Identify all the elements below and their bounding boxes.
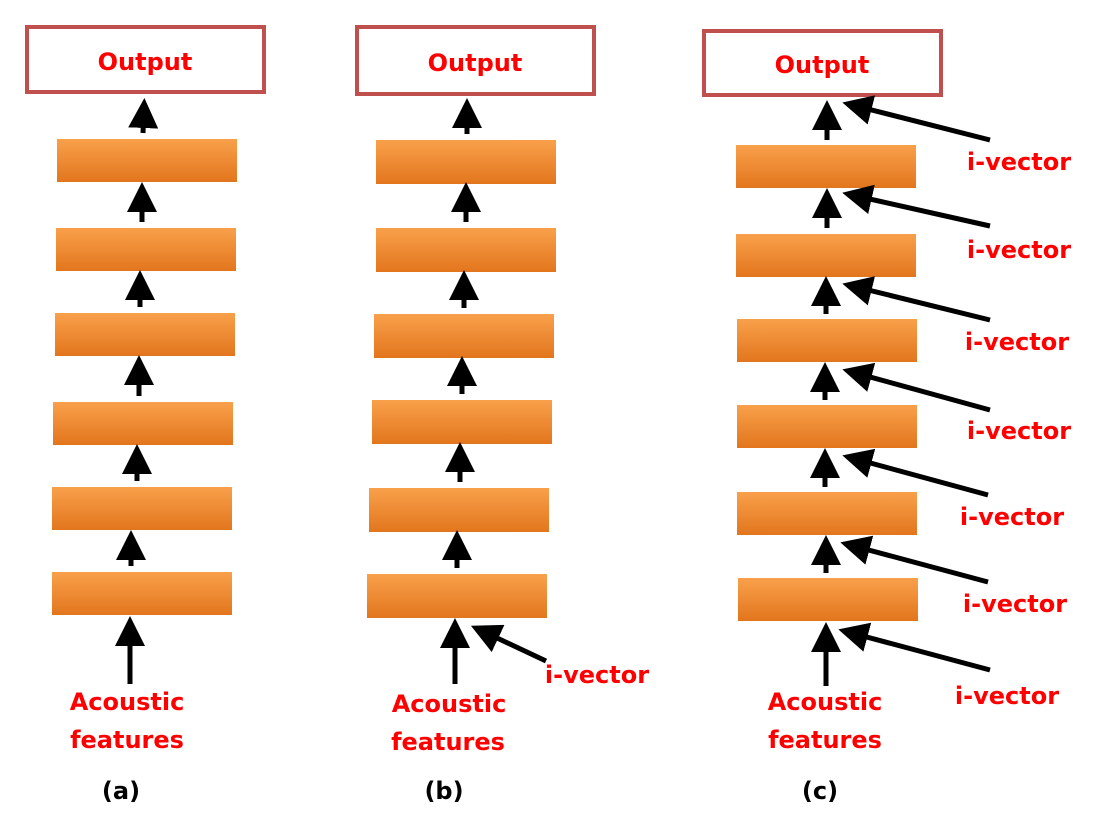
hidden-layer (52, 487, 232, 530)
panel-a: Output Acoustic features (a) (25, 25, 266, 805)
ivector-label: i-vector (965, 328, 1069, 356)
output-box (702, 29, 943, 97)
panel-caption: (a) (102, 777, 140, 805)
hidden-layer (737, 319, 917, 362)
hidden-layer (737, 405, 917, 448)
ivector-arrow (840, 535, 989, 585)
ivector-arrow (470, 624, 548, 664)
input-label-line2: features (391, 728, 505, 756)
ivector-label: i-vector (967, 148, 1071, 176)
ivector-label: i-vector (967, 417, 1071, 445)
output-label: Output (98, 48, 193, 76)
hidden-layer (52, 572, 232, 615)
hidden-layer (57, 139, 237, 182)
panel-c: Output i-vector i-vector i-vector i-vect… (702, 29, 1071, 805)
ivector-label: i-vector (963, 590, 1067, 618)
output-box (355, 25, 596, 96)
hidden-layer (737, 492, 917, 535)
output-label: Output (775, 51, 870, 79)
input-label-line1: Acoustic (392, 690, 507, 718)
ivector-arrow (842, 362, 991, 413)
ivector-label: i-vector (955, 682, 1059, 710)
ivector-arrow (838, 622, 991, 673)
hidden-layer (369, 488, 549, 532)
hidden-layer (53, 402, 233, 445)
input-label-line1: Acoustic (768, 688, 883, 716)
hidden-layer (374, 314, 554, 358)
ivector-label: i-vector (960, 503, 1064, 531)
hidden-layer (56, 228, 236, 271)
hidden-layer (376, 228, 556, 272)
hidden-layer (367, 574, 547, 618)
panel-b: Output i-vector Acoustic features (b) (355, 25, 649, 805)
input-label-line2: features (768, 726, 882, 754)
hidden-layer (738, 578, 918, 621)
panel-caption: (c) (802, 777, 838, 805)
flow-arrow (128, 98, 159, 134)
hidden-layer (55, 313, 235, 356)
ivector-arrow (842, 276, 991, 323)
hidden-layer (372, 400, 552, 444)
hidden-layer (376, 140, 556, 184)
hidden-layer (736, 145, 916, 188)
hidden-layer (736, 234, 916, 277)
ivector-label: i-vector (545, 661, 649, 689)
input-label-line2: features (70, 726, 184, 754)
output-label: Output (428, 49, 523, 77)
output-box (25, 25, 266, 94)
ivector-arrow (842, 184, 991, 229)
input-label-line1: Acoustic (70, 688, 185, 716)
ivector-arrow (842, 448, 989, 498)
ivector-arrow (842, 95, 991, 143)
panel-caption: (b) (424, 777, 463, 805)
ivector-label: i-vector (967, 236, 1071, 264)
